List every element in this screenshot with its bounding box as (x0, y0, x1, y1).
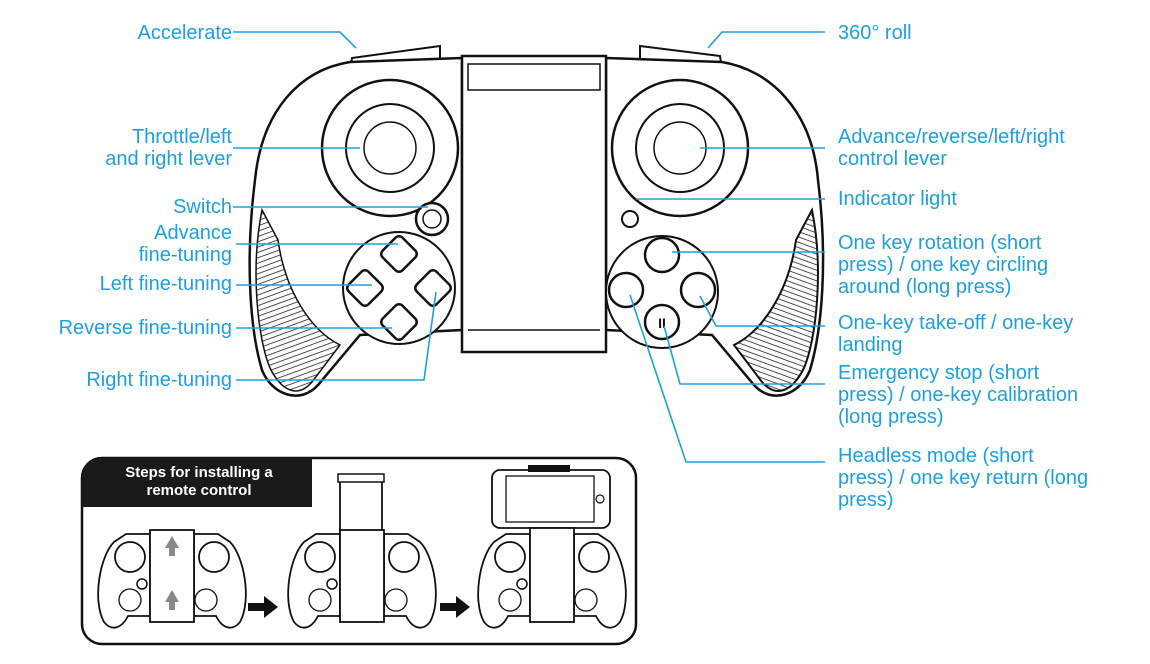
label-reverse-fine-tuning: Reverse fine-tuning (58, 317, 232, 339)
label-indicator-light: Indicator light (838, 188, 957, 210)
pointer-lines (233, 31, 825, 463)
label-left-fine-tuning: Left fine-tuning (99, 273, 232, 295)
label-switch: Switch (173, 196, 232, 218)
emergency-button (643, 303, 681, 341)
controller-main: II (248, 44, 825, 397)
svg-text:II: II (658, 315, 666, 331)
left-joystick (320, 78, 460, 218)
left-grip-texture (255, 207, 342, 392)
takeoff-button (679, 271, 717, 309)
steps-panel (80, 456, 638, 646)
step-arrow-1 (248, 596, 278, 618)
step1-controller (97, 529, 247, 629)
label-360-roll: 360° roll (838, 22, 912, 44)
center-holder (460, 54, 608, 354)
headless-button (607, 271, 645, 309)
left-fine-tuning-button (346, 269, 384, 307)
step3-controller (477, 465, 627, 629)
label-right-fine-tuning: Right fine-tuning (86, 369, 232, 391)
right-grip-texture (732, 207, 819, 392)
steps-title-bg (82, 458, 312, 507)
step2-controller (287, 473, 437, 629)
rotation-button (643, 236, 681, 274)
dpad-housing (342, 231, 456, 345)
right-fine-tuning-button (414, 269, 452, 307)
indicator-light (621, 210, 639, 228)
reverse-fine-tuning-button (380, 303, 418, 341)
face-housing (605, 235, 719, 349)
label-accelerate: Accelerate (137, 22, 233, 44)
step-arrow-2 (440, 596, 470, 618)
